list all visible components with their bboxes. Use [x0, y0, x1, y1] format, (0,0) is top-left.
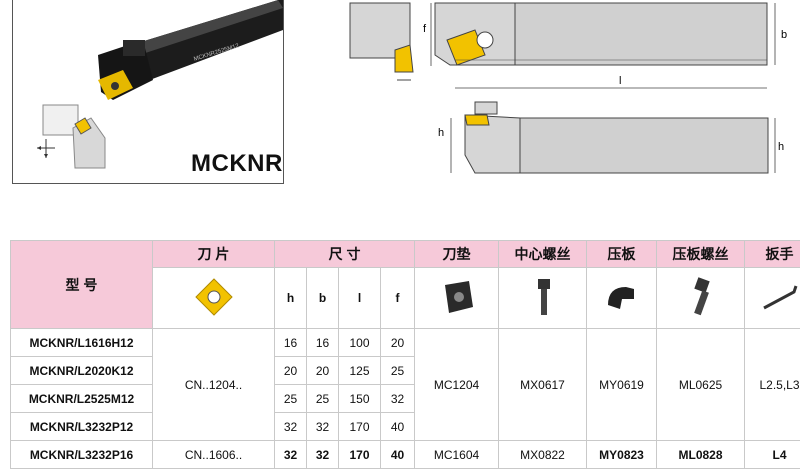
row-4-b: 32 — [306, 412, 339, 441]
group1-insert: CN..1204.. — [152, 328, 275, 441]
dim-label-f: f — [423, 23, 427, 35]
row-1-model: MCKNR/L1616H12 — [10, 328, 153, 357]
row-1-b: 16 — [306, 328, 339, 357]
dim-label-l: l — [619, 75, 621, 87]
product-title: MCKNRL — [191, 150, 283, 177]
row-5-b: 32 — [306, 440, 339, 469]
row-4-l: 170 — [338, 412, 381, 441]
row-4-f: 40 — [379, 412, 416, 441]
dim-f-header: f — [379, 267, 416, 329]
group1-center-screw: MX0617 — [498, 328, 588, 441]
shim-icon — [444, 280, 473, 313]
row-5-wrench: L4 — [744, 440, 800, 469]
row-5-model: MCKNR/L3232P16 — [10, 440, 153, 469]
row-3-f: 32 — [379, 384, 416, 413]
row-1-f: 20 — [379, 328, 416, 357]
group1-shim: MC1204 — [414, 328, 500, 441]
hex-key-icon — [762, 285, 797, 309]
side-view-drawing: h h — [438, 101, 784, 174]
insert-icon-cell — [152, 267, 275, 329]
insert-icon — [194, 277, 233, 316]
header-model: 型 号 — [10, 240, 153, 329]
row-1-l: 100 — [338, 328, 381, 357]
row-5-l: 170 — [338, 440, 381, 469]
dim-h-header: h — [274, 267, 307, 329]
group1-clamp-screw: ML0625 — [656, 328, 746, 441]
spec-table: 型 号 刀 片 尺 寸 刀垫 中心螺丝 压板 压板螺丝 扳手 h b l f — [10, 240, 800, 469]
row-2-model: MCKNR/L2020K12 — [10, 356, 153, 385]
center-screw-icon-cell — [498, 267, 588, 329]
top-view-drawing: f b l — [349, 2, 787, 89]
dim-label-h: h — [778, 141, 784, 153]
screw-icon — [537, 278, 550, 315]
row-5-insert: CN..1606.. — [152, 440, 275, 469]
row-5-center-screw: MX0822 — [498, 440, 588, 469]
group1-wrench: L2.5,L3 — [744, 328, 800, 441]
clamp-screw-icon-cell — [656, 267, 746, 329]
row-2-b: 20 — [306, 356, 339, 385]
row-3-model: MCKNR/L2525M12 — [10, 384, 153, 413]
header-shim: 刀垫 — [414, 240, 500, 268]
header-clamp-screw: 压板螺丝 — [656, 240, 746, 268]
clamp-screw-icon — [693, 276, 710, 315]
row-2-f: 25 — [379, 356, 416, 385]
dim-b-header: b — [306, 267, 339, 329]
dim-label-b: b — [781, 29, 787, 41]
clamp-icon-cell — [586, 267, 658, 329]
row-4-model: MCKNR/L3232P12 — [10, 412, 153, 441]
header-dimensions: 尺 寸 — [273, 240, 416, 268]
row-2-l: 125 — [338, 356, 381, 385]
header-center-screw: 中心螺丝 — [498, 240, 588, 268]
row-2-h: 20 — [274, 356, 307, 385]
row-4-h: 32 — [274, 412, 307, 441]
row-1-h: 16 — [274, 328, 307, 357]
dim-label-h1: h — [438, 127, 444, 139]
insert-drawing-icon — [446, 29, 486, 66]
tool-holder-photo — [37, 0, 283, 169]
row-5-h: 32 — [274, 440, 307, 469]
header-clamp: 压板 — [586, 240, 658, 268]
shim-icon-cell — [414, 267, 500, 329]
row-3-b: 25 — [306, 384, 339, 413]
row-5-clamp: MY0823 — [586, 440, 658, 469]
wrench-icon-cell — [744, 267, 800, 329]
row-3-l: 150 — [338, 384, 381, 413]
row-5-f: 40 — [379, 440, 416, 469]
row-5-clamp-screw: ML0828 — [656, 440, 746, 469]
row-3-h: 25 — [274, 384, 307, 413]
group1-clamp: MY0619 — [586, 328, 658, 441]
row-5-shim: MC1604 — [414, 440, 500, 469]
header-insert: 刀 片 — [152, 240, 275, 268]
product-photo-panel: MCKNR2525M12 MCKNRL — [12, 0, 284, 184]
dim-l-header: l — [338, 267, 381, 329]
clamp-icon — [607, 286, 634, 309]
header-wrench: 扳手 — [744, 240, 800, 268]
